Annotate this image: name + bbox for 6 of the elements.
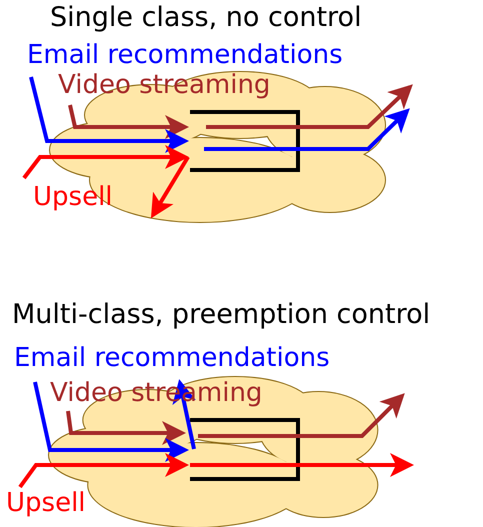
flow-label: Email recommendations bbox=[14, 345, 330, 371]
flow-label: Email recommendations bbox=[27, 42, 343, 68]
panel-heading: Single class, no control bbox=[50, 4, 362, 31]
panel-heading: Multi-class, preemption control bbox=[12, 301, 430, 328]
flow-label: Video streaming bbox=[58, 72, 270, 98]
flow-label: Upsell bbox=[6, 490, 86, 516]
